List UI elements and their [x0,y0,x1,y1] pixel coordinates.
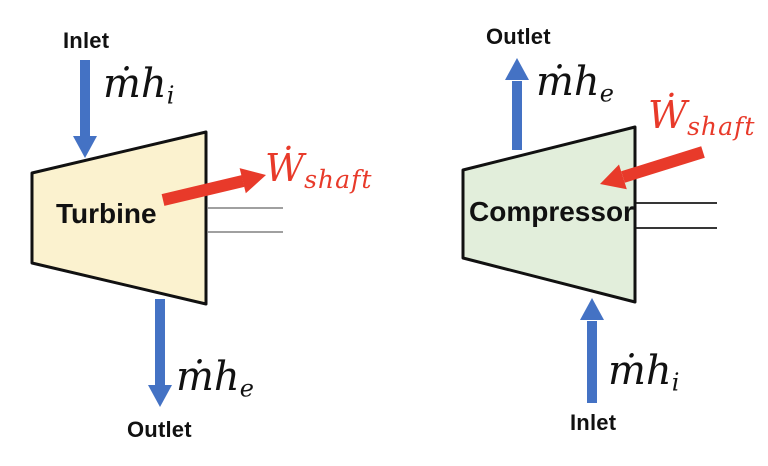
subscript-text: shaft [687,112,756,142]
compressor-work-arrow-head-icon [600,164,627,190]
subscript-text: shaft [304,165,373,195]
subscript-text: e [239,374,255,403]
compressor-inlet-label: Inlet [570,410,617,435]
subscript-text: i [166,81,176,110]
compressor-outlet-arrow-head-icon [505,58,529,80]
compressor-outlet-flow-label: ṁhe [536,62,615,106]
turbine-inlet-label: Inlet [63,28,110,53]
mdot-h-text: ṁh [608,348,672,394]
subscript-text: e [599,79,615,108]
compressor-title: Compressor [469,196,634,227]
turbine-body-shape [30,130,208,306]
mdot-h-text: ṁh [176,354,240,400]
compressor-inlet-flow-label: ṁhi [608,351,680,395]
turbine-inlet-arrow-head-icon [73,136,97,158]
mdot-h-text: ṁh [103,61,167,107]
turbine-work-arrow-head-icon [239,168,266,194]
compressor-work-label: Ẇshaft [648,96,755,139]
mdot-h-text: ṁh [536,59,600,105]
subscript-text: i [671,368,681,397]
turbine-outlet-label: Outlet [127,417,192,442]
turbine-outlet-arrow-head-icon [148,385,172,407]
turbine-inlet-flow-label: ṁhi [103,64,175,108]
compressor-work-arrow-shaft [621,146,705,183]
turbine-work-label: Ẇshaft [265,149,372,192]
compressor-inlet-arrow-head-icon [580,298,604,320]
compressor-outlet-label: Outlet [486,24,551,49]
wdot-text: Ẇ [648,93,688,137]
compressor-body-shape [461,125,637,304]
turbine-title: Turbine [56,198,157,229]
turbine-outlet-flow-label: ṁhe [176,357,255,401]
turbine-work-arrow-shaft [161,175,245,206]
wdot-text: Ẇ [265,146,305,190]
